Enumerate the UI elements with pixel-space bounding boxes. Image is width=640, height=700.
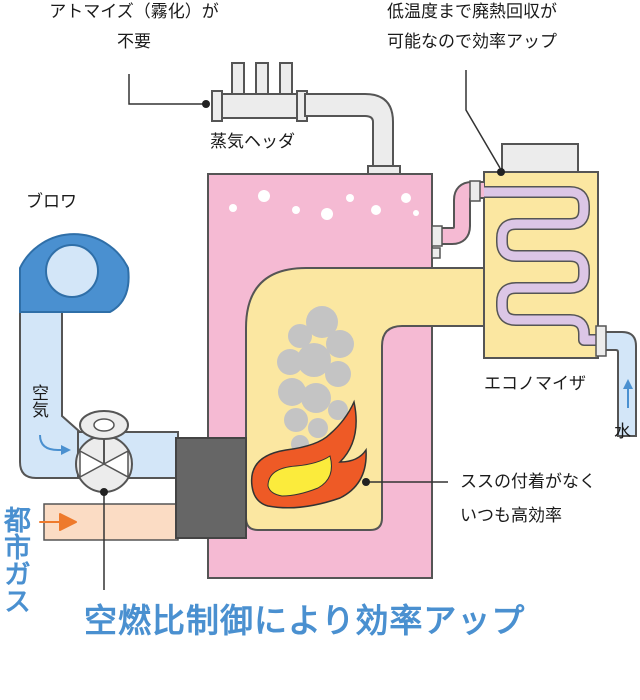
- label-blower: ブロワ: [26, 192, 77, 212]
- flange-water-in: [595, 325, 607, 357]
- label-heat-line1: 低温度まで廃熱回収が: [387, 2, 557, 22]
- air-duct: [19, 307, 81, 479]
- label-atomize-line2: 不要: [117, 32, 151, 52]
- label-heat-line2: 可能なので効率アップ: [387, 32, 557, 52]
- flame-inner: [267, 455, 332, 497]
- label-city-gas: 都市ガス: [0, 506, 30, 614]
- leader-dot-soot: [362, 478, 370, 486]
- burner: [175, 437, 247, 539]
- economizer-coil-inner: [478, 187, 598, 345]
- gas-arrow: [39, 513, 77, 531]
- leader-heat: [465, 70, 501, 169]
- bubbles: [229, 190, 419, 220]
- label-steam-header: 蒸気ヘッダ: [210, 132, 295, 152]
- label-soot-line1: ススの付着がなく: [460, 472, 596, 492]
- boiler-outline: [207, 173, 433, 579]
- label-water: 水: [614, 422, 631, 442]
- control-valve: [75, 410, 133, 590]
- economizer-cap: [501, 143, 579, 175]
- blower: [19, 233, 130, 313]
- leader-atomize: [128, 74, 204, 105]
- flange-boiler-in: [431, 225, 443, 247]
- leader-dot-atomize: [202, 100, 210, 108]
- label-economizer: エコノマイザ: [484, 374, 586, 394]
- leader-dot-heat: [497, 168, 505, 176]
- label-atomize-line1: アトマイズ（霧化）が: [49, 2, 219, 22]
- diagram-title: 空燃比制御により効率アップ: [84, 601, 526, 640]
- label-soot-line2: いつも高効率: [460, 506, 562, 526]
- label-air: 空気: [28, 384, 48, 418]
- steam-header: [211, 62, 401, 181]
- water-inlet-pipe: [597, 331, 637, 437]
- flange-small: [431, 247, 441, 259]
- flange-economizer-out: [469, 180, 481, 202]
- air-arrow: [39, 434, 71, 455]
